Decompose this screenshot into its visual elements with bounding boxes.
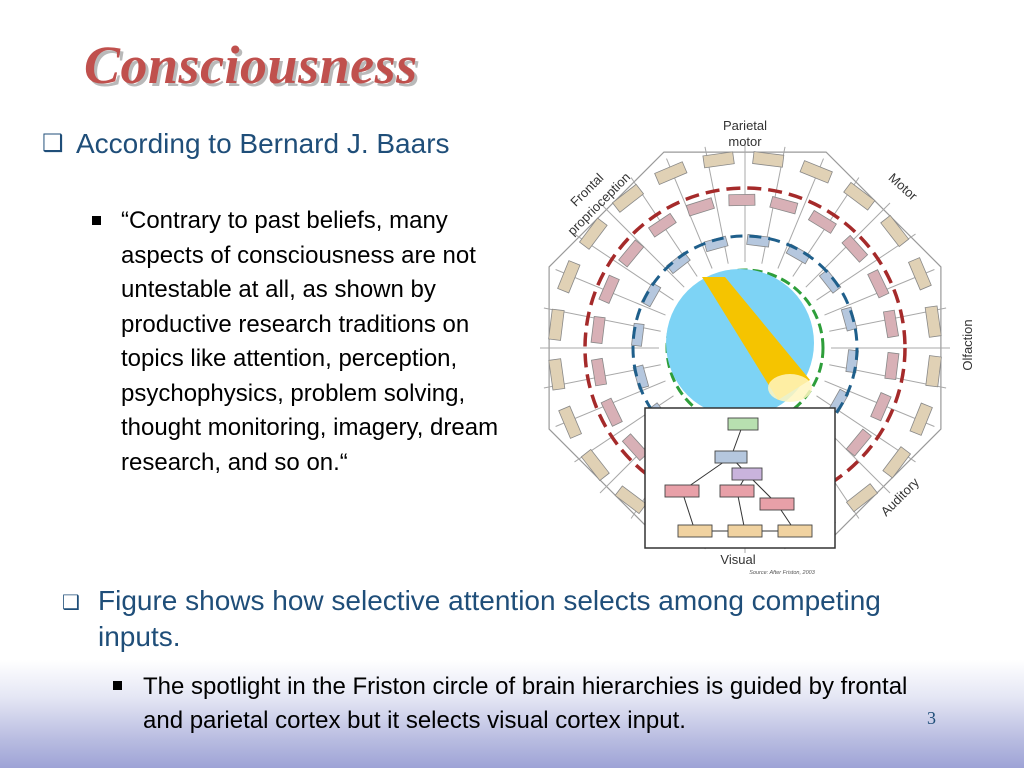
cortical-node [640, 282, 662, 308]
visual-hierarchy-nodes [664, 417, 813, 538]
square-bullet-icon [92, 216, 101, 225]
bullet-selective-attention: ❑ Figure shows how selective attention s… [62, 583, 902, 655]
cortical-node [882, 446, 912, 479]
cortical-node [558, 405, 583, 439]
cortical-node [654, 161, 688, 186]
cortical-node [590, 315, 606, 345]
sub-bullet-quote: “Contrary to past beliefs, many aspects … [92, 204, 512, 480]
cortical-node [632, 364, 650, 390]
visual-link [736, 490, 746, 532]
figure-source-credit: Source: After Friston, 2003 [749, 570, 815, 576]
visual-node [727, 417, 759, 431]
visual-node [719, 484, 755, 498]
cortical-node [611, 183, 645, 213]
attention-spotlight-beam [702, 277, 810, 400]
sub-bullet-quote-text: “Contrary to past beliefs, many aspects … [121, 207, 499, 476]
cortical-node [807, 209, 837, 234]
cortical-node [666, 251, 691, 275]
bullet-selective-attention-text: Figure shows how selective attention sel… [98, 585, 881, 652]
label-olfaction: Olfaction [960, 319, 975, 370]
label-parietal-motor: motor [728, 134, 762, 149]
label-auditory: Auditory [878, 474, 923, 519]
visual-node [777, 524, 813, 538]
cortical-node [785, 243, 811, 265]
cortical-node [548, 358, 566, 391]
cortical-node [548, 308, 565, 341]
cortical-node [580, 448, 610, 482]
outer-dashed-ring [583, 186, 907, 510]
square-bullet-icon [113, 681, 122, 690]
cortical-node [614, 485, 647, 515]
cortical-node [752, 151, 785, 168]
cortical-node [845, 483, 879, 513]
cortical-node [702, 151, 735, 169]
visual-node [677, 524, 713, 538]
label-visual: Visual [720, 552, 755, 567]
visual-node [714, 450, 748, 464]
cortical-node [880, 214, 910, 248]
diagram-nodes [548, 151, 942, 545]
cortical-node [818, 269, 842, 294]
cortical-node [870, 392, 892, 422]
cortical-node [924, 305, 942, 338]
page-number: 3 [927, 708, 936, 728]
friston-diagram: Parietal motor Motor Frontal propriocept… [540, 118, 975, 576]
cortical-node [909, 402, 933, 436]
sub-bullet-spotlight: The spotlight in the Friston circle of b… [113, 670, 923, 738]
cortical-node [843, 181, 876, 211]
cortical-node [867, 269, 890, 299]
slide-footer-gradient [0, 660, 1024, 768]
label-motor: Motor [886, 170, 921, 204]
cortical-node [685, 197, 715, 217]
cortical-node [769, 195, 799, 215]
cortical-node [907, 257, 932, 291]
checkbox-bullet-icon: ❑ [62, 592, 80, 614]
visual-node [731, 467, 763, 481]
cortical-node [598, 274, 620, 304]
label-parietal: Parietal [723, 118, 767, 133]
cortical-node [621, 433, 649, 462]
cortical-node [884, 351, 900, 381]
cortical-node [925, 355, 942, 388]
sub-bullet-spotlight-text: The spotlight in the Friston circle of b… [143, 673, 908, 734]
visual-node [759, 497, 795, 511]
spotlight-glow [768, 374, 812, 402]
visual-link [681, 490, 696, 532]
cortical-node [557, 260, 581, 294]
bullet-baars-text: According to Bernard J. Baars [76, 128, 450, 159]
cortical-node [882, 309, 900, 339]
cortical-node [618, 239, 645, 268]
cortical-node [600, 397, 623, 427]
cortical-node [841, 234, 869, 263]
cortical-node [578, 217, 608, 250]
slide-title: Consciousness [84, 35, 418, 95]
cortical-node [799, 160, 833, 184]
friston-circle-figure: Parietal motor Motor Frontal propriocept… [520, 115, 990, 577]
cortical-node [647, 212, 677, 238]
checkbox-bullet-icon: ❑ [42, 130, 64, 157]
cortical-node [728, 193, 756, 207]
bullet-baars: ❑ According to Bernard J. Baars [42, 128, 462, 159]
visual-node [664, 484, 700, 498]
cortical-node [845, 428, 872, 457]
cortical-node [590, 357, 608, 387]
visual-node [727, 524, 763, 538]
